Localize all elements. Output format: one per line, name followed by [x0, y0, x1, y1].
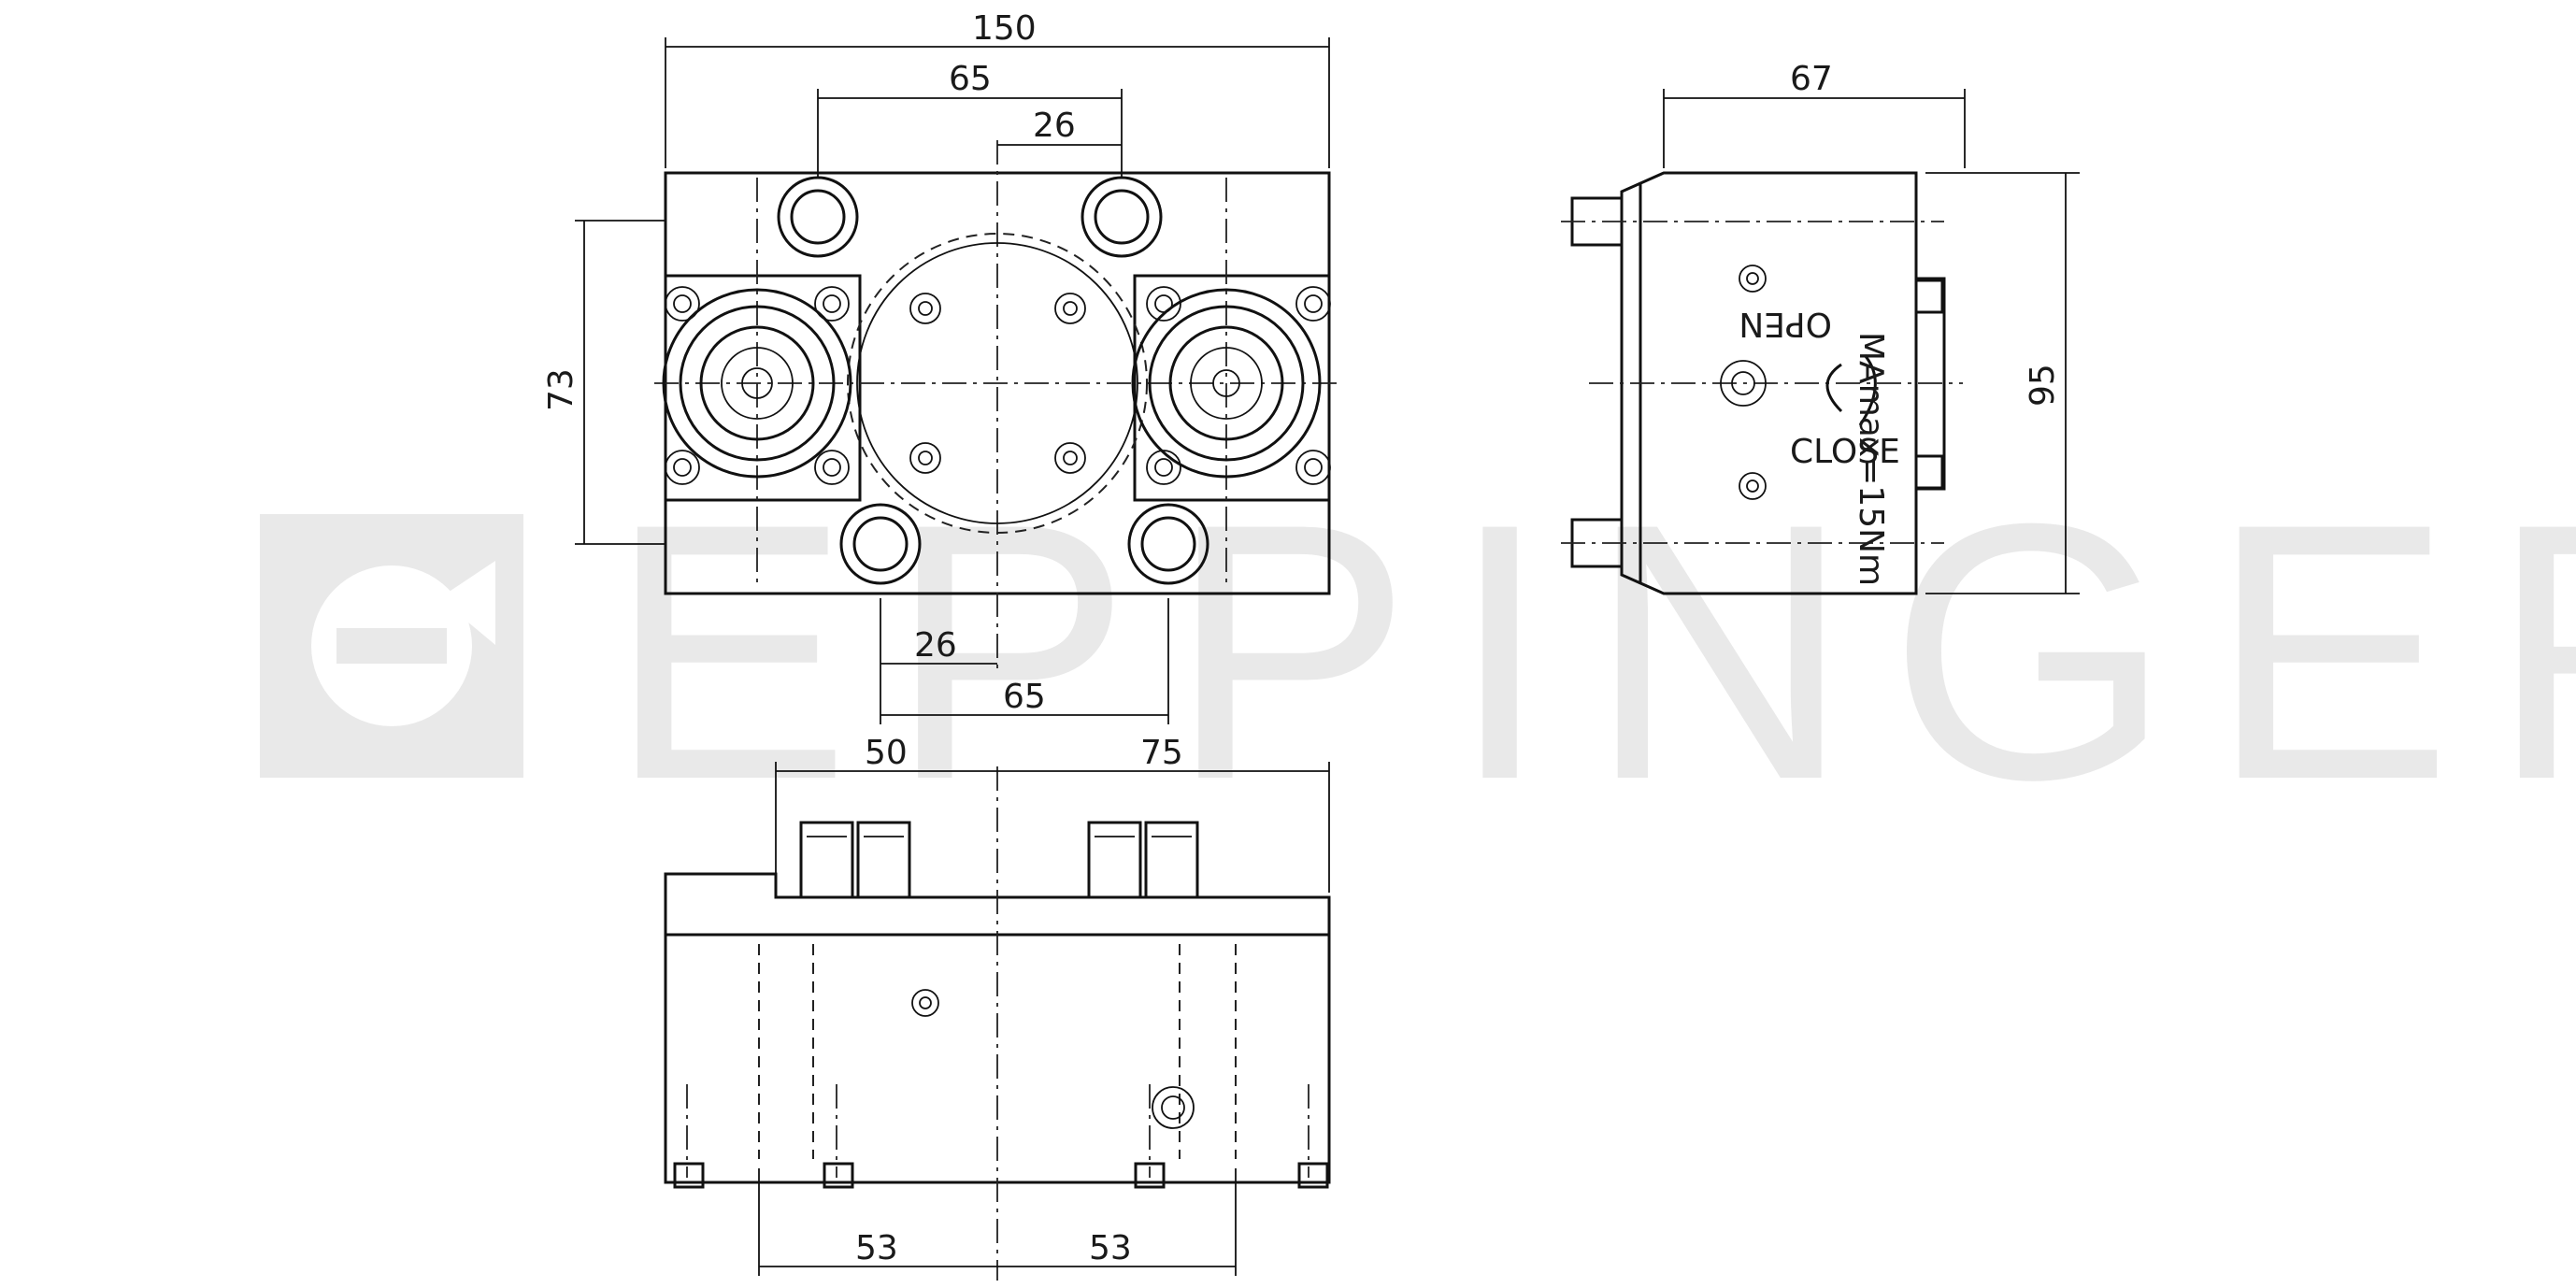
dim-center-offset-top: 26 — [1033, 107, 1076, 145]
bottom-view: 50 75 53 53 — [664, 734, 1331, 1281]
label-open: OPEN — [1739, 305, 1832, 343]
side-view: OPEN CLOSE MAmax=15Nm 67 95 — [1561, 60, 2080, 595]
label-close: CLOSE — [1790, 433, 1900, 471]
dim-left-offset: 50 — [865, 734, 908, 772]
dim-side-height: 95 — [2024, 364, 2062, 407]
dim-center-offset-bottom: 26 — [914, 626, 957, 665]
dim-bore-spacing-top: 65 — [949, 60, 992, 98]
dim-width-total: 150 — [972, 9, 1037, 48]
dim-left-spacing: 53 — [855, 1229, 898, 1267]
dim-right-spacing: 53 — [1089, 1229, 1132, 1267]
dim-right-offset: 75 — [1140, 734, 1183, 772]
dim-height: 73 — [542, 368, 580, 411]
watermark-text: EPPINGER — [608, 448, 2576, 855]
dim-depth: 67 — [1790, 60, 1833, 98]
dim-bore-spacing-bottom: 65 — [1003, 678, 1046, 716]
eppinger-watermark: EPPINGER — [260, 448, 2576, 855]
label-torque: MAmax=15Nm — [1852, 332, 1890, 586]
front-view: 150 65 26 73 26 65 — [542, 9, 1341, 724]
